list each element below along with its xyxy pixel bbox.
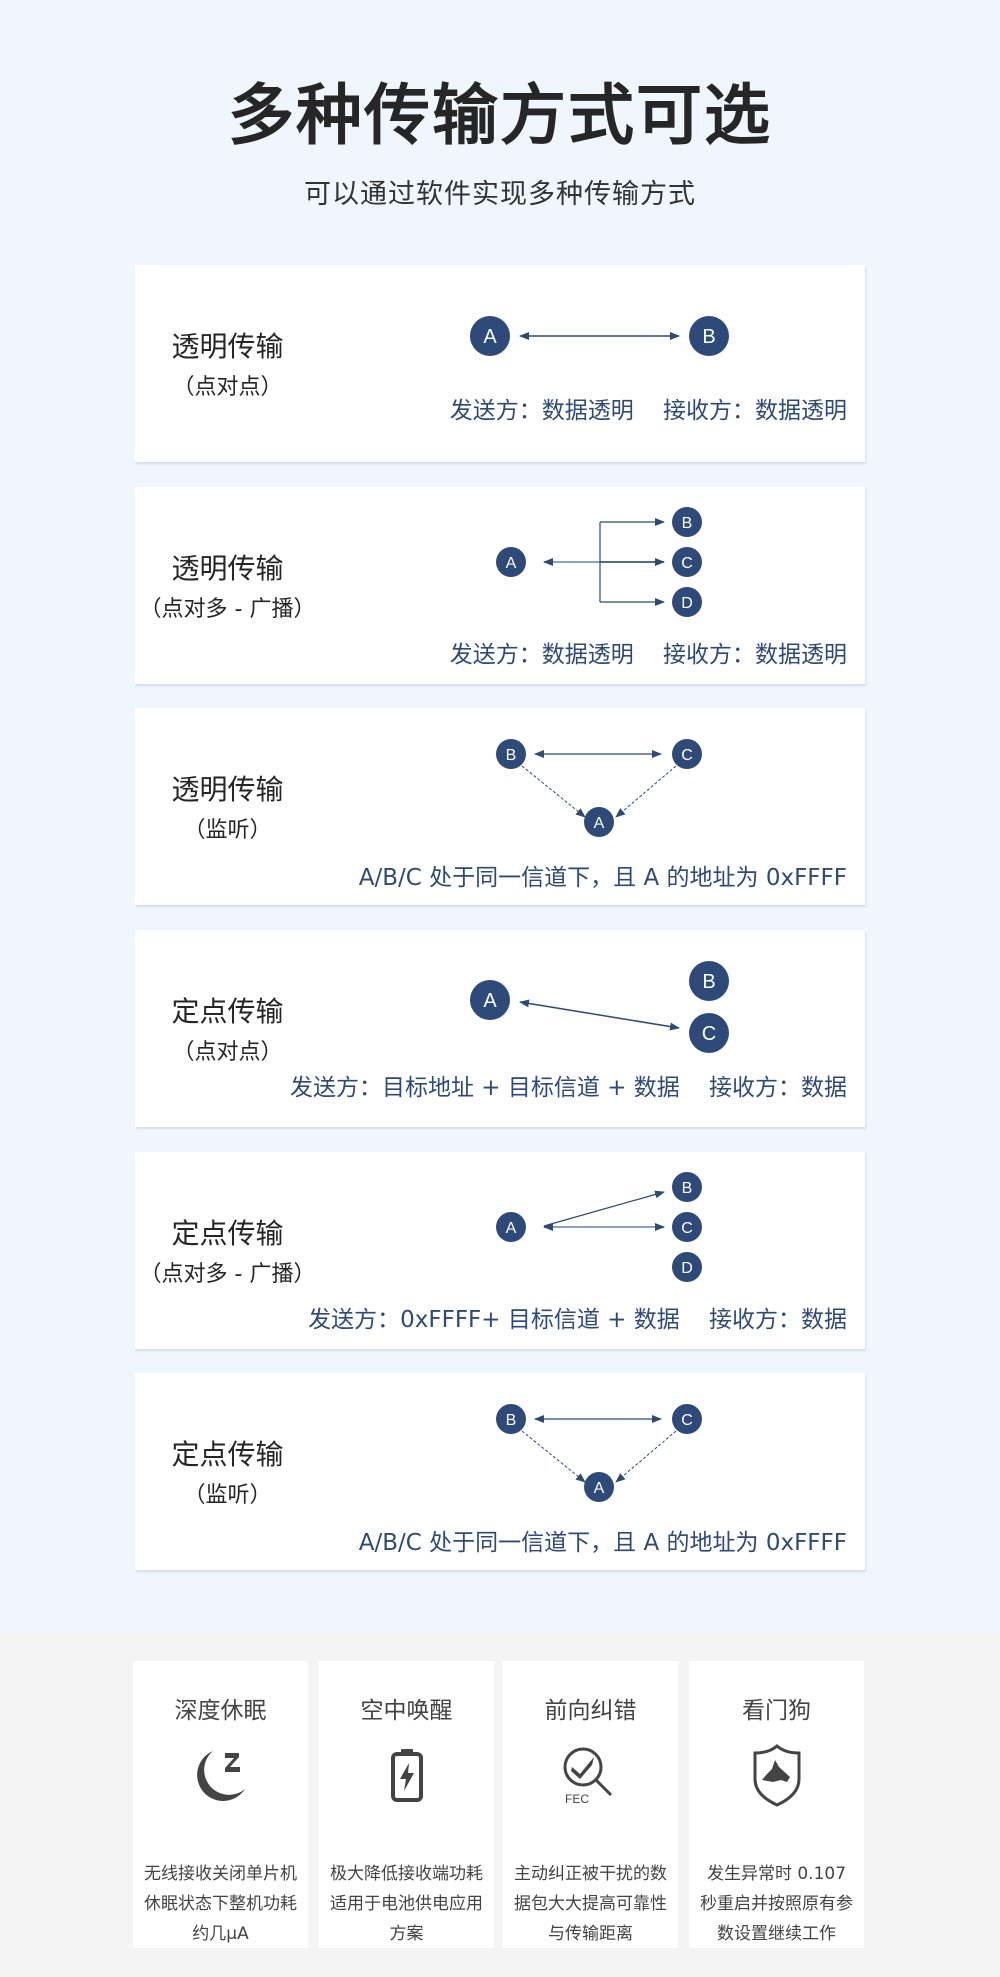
node-a: A (506, 1220, 517, 1237)
node-a: A (483, 326, 497, 348)
node-d: D (681, 1260, 693, 1277)
diagram-monitor: B C A (496, 739, 702, 837)
mode-subtitle: （点对点） (172, 375, 283, 400)
mode-subtitle: （监听） (183, 818, 272, 843)
mode-card-transparent-monitor: 透明传输 （监听） B C A A/B/C 处于同一信道下，且 A 的地址为 0… (135, 708, 865, 905)
page-title: 多种传输方式可选 (228, 77, 772, 154)
mode-description: 发送方：0xFFFF+ 目标信道 + 数据 接收方：数据 (308, 1307, 847, 1333)
fec-magnifier-check-icon: FEC (563, 1747, 612, 1806)
mode-card-fixed-monitor: 定点传输 （监听） B C A A/B/C 处于同一信道下，且 A 的地址为 0… (135, 1373, 865, 1570)
feature-title: 空中唤醒 (360, 1698, 453, 1724)
diagram-a-b: A B (470, 316, 729, 356)
node-c: C (681, 747, 693, 764)
feature-card-watchdog: 看门狗 发生异常时 0.107 秒重启并按照原有参数设置继续工作 (689, 1661, 864, 1948)
mode-subtitle: （点对点） (172, 1040, 283, 1065)
mode-card-fixed-p2p: 定点传输 （点对点） A B C 发送方：目标地址 + 目标信道 + 数据 接收… (135, 930, 865, 1127)
diagram-monitor: B C A (496, 1404, 702, 1502)
node-c: C (702, 1023, 716, 1045)
mode-title: 透明传输 (171, 552, 284, 585)
node-a: A (483, 990, 497, 1012)
node-b: B (682, 1180, 693, 1197)
mode-description: 发送方：目标地址 + 目标信道 + 数据 接收方：数据 (289, 1075, 847, 1101)
node-c: C (681, 1220, 693, 1237)
mode-subtitle: （点对多 - 广播） (139, 597, 316, 622)
transmission-modes-section: 多种传输方式可选 可以通过软件实现多种传输方式 透明传输 （点对点） A B 发… (135, 77, 865, 1570)
mode-card-transparent-p2p: 透明传输 （点对点） A B 发送方：数据透明 接收方：数据透明 (135, 265, 865, 462)
page-subtitle: 可以通过软件实现多种传输方式 (304, 179, 696, 210)
node-a: A (506, 555, 517, 572)
battery-charge-icon (390, 1749, 423, 1802)
fec-label: FEC (565, 1792, 589, 1806)
node-a: A (594, 815, 605, 832)
feature-title: 深度休眠 (174, 1698, 267, 1724)
mode-description: A/B/C 处于同一信道下，且 A 的地址为 0xFFFF (358, 1530, 847, 1556)
mode-title: 透明传输 (171, 773, 284, 806)
mode-card-fixed-broadcast: 定点传输 （点对多 - 广播） A B C D 发送方：0xFFFF+ 目标信道… (135, 1152, 865, 1349)
node-a: A (594, 1480, 605, 1497)
shield-dog-icon (753, 1744, 800, 1807)
node-c: C (681, 555, 693, 572)
feature-card-deep-sleep: 深度休眠 无线接收关闭单片机休眠状态下整机功耗约几μA (133, 1661, 308, 1948)
feature-title: 看门狗 (742, 1698, 811, 1724)
diagram-a-bcd-broadcast: A B C D (496, 507, 702, 617)
feature-title: 前向纠错 (544, 1698, 637, 1724)
mode-title: 定点传输 (171, 995, 284, 1028)
feature-description: 极大降低接收端功耗适用于电池供电应用方案 (330, 1864, 483, 1944)
node-b: B (702, 971, 715, 993)
features-section: 深度休眠 无线接收关闭单片机休眠状态下整机功耗约几μA 空中唤醒 极大降低接收端… (0, 1633, 1000, 1977)
mode-title: 定点传输 (171, 1438, 284, 1471)
feature-card-fec: 前向纠错 FEC 主动纠正被干扰的数据包大大提高可靠性与传输距离 (503, 1661, 678, 1948)
mode-description: 发送方：数据透明 接收方：数据透明 (449, 398, 847, 424)
mode-description: A/B/C 处于同一信道下，且 A 的地址为 0xFFFF (358, 865, 847, 891)
feature-description: 主动纠正被干扰的数据包大大提高可靠性与传输距离 (514, 1864, 667, 1944)
node-b: B (506, 1412, 517, 1429)
feature-card-air-wakeup: 空中唤醒 极大降低接收端功耗适用于电池供电应用方案 (319, 1661, 494, 1948)
moon-sleep-icon (196, 1751, 245, 1801)
mode-card-transparent-broadcast: 透明传输 （点对多 - 广播） A B C D 发送方：数据透明 接收方：数据透… (135, 487, 865, 684)
mode-subtitle: （监听） (183, 1483, 272, 1508)
diagram-a-bc-fixed: A B C D (496, 1172, 702, 1282)
node-c: C (681, 1412, 693, 1429)
diagram-a-c-fixed: A B C (470, 961, 729, 1053)
node-b: B (702, 326, 715, 348)
mode-subtitle: （点对多 - 广播） (139, 1262, 316, 1287)
node-b: B (682, 515, 693, 532)
feature-description: 发生异常时 0.107 秒重启并按照原有参数设置继续工作 (700, 1864, 853, 1944)
mode-description: 发送方：数据透明 接收方：数据透明 (449, 642, 847, 668)
mode-title: 透明传输 (171, 330, 284, 363)
mode-title: 定点传输 (171, 1217, 284, 1250)
node-b: B (506, 747, 517, 764)
feature-description: 无线接收关闭单片机休眠状态下整机功耗约几μA (144, 1864, 297, 1944)
node-d: D (681, 595, 693, 612)
